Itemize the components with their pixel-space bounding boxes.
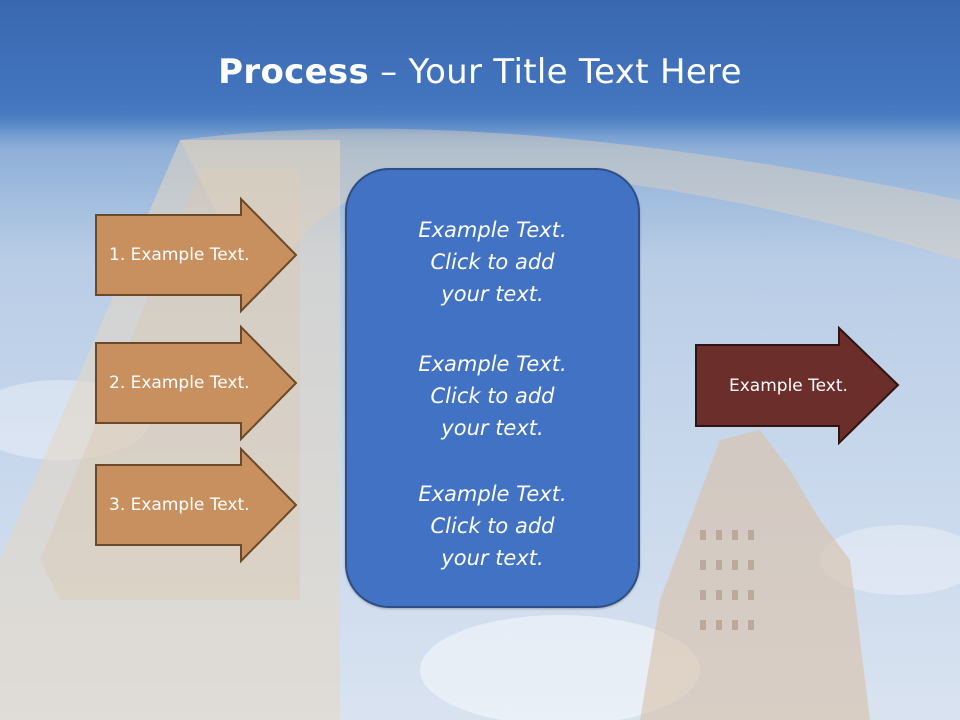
left-arrow-3[interactable]: 3. Example Text. [95, 446, 298, 564]
center-block-2-line3: your text. [441, 416, 544, 440]
right-arrow[interactable]: Example Text. [695, 325, 900, 446]
slide-title[interactable]: Process – Your Title Text Here [0, 52, 960, 92]
center-block-3-line3: your text. [441, 546, 544, 570]
title-bold: Process [218, 52, 370, 92]
arrow-shape-3 [95, 446, 298, 564]
center-block-3: Example Text. Click to add your text. [347, 478, 638, 574]
center-block-3-line1: Example Text. [418, 482, 567, 506]
center-block-2: Example Text. Click to add your text. [347, 348, 638, 444]
center-block-1: Example Text. Click to add your text. [347, 214, 638, 310]
title-rest: – Your Title Text Here [369, 52, 742, 92]
left-arrow-1-label: 1. Example Text. [109, 245, 250, 265]
left-arrow-1[interactable]: 1. Example Text. [95, 196, 298, 314]
right-arrow-shape [695, 325, 900, 446]
center-block-1-line3: your text. [441, 282, 544, 306]
left-arrow-2-label: 2. Example Text. [109, 373, 250, 393]
arrow-shape-1 [95, 196, 298, 314]
center-block-1-line1: Example Text. [418, 218, 567, 242]
header-band [0, 0, 960, 135]
center-block-1-line2: Click to add [430, 250, 555, 274]
arrow-shape-2 [95, 324, 298, 442]
right-arrow-label: Example Text. [729, 376, 848, 396]
center-text-box[interactable]: Example Text. Click to add your text. Ex… [345, 168, 640, 608]
center-block-3-line2: Click to add [430, 514, 555, 538]
center-block-2-line2: Click to add [430, 384, 555, 408]
left-arrow-2[interactable]: 2. Example Text. [95, 324, 298, 442]
left-arrow-3-label: 3. Example Text. [109, 495, 250, 515]
center-block-2-line1: Example Text. [418, 352, 567, 376]
